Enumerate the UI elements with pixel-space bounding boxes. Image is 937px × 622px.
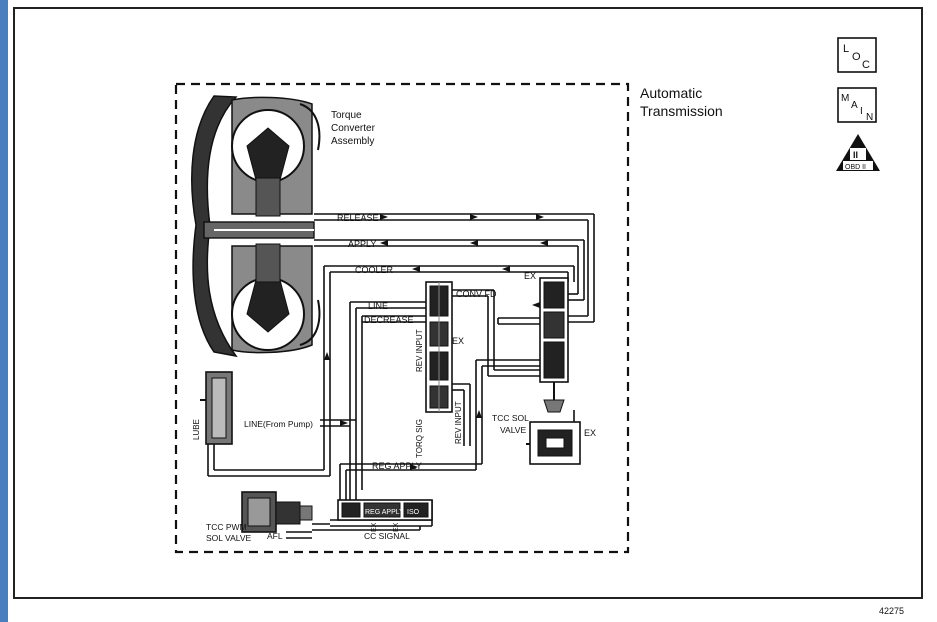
label-reg-apply: REG APPLY: [372, 461, 422, 471]
loc-letter-c: C: [862, 59, 870, 71]
label-tcc-pwm-1: TCC PWM: [206, 522, 247, 532]
loc-icon: L O C: [837, 37, 877, 73]
window-edge: [0, 0, 8, 622]
label-torque-1: Torque: [331, 110, 362, 121]
main-icon: M A I N: [837, 87, 877, 123]
label-cooler: COOLER: [355, 265, 394, 275]
label-torque-2: Converter: [331, 123, 376, 134]
label-line-from-pump: LINE(From Pump): [244, 419, 313, 429]
tcc-apply-valve: [539, 277, 569, 413]
label-ex-sol: EX: [584, 428, 596, 438]
diagram-labels: Torque Converter Assembly RELEASE APPLY …: [192, 110, 596, 543]
main-letter-a: A: [851, 100, 858, 111]
label-torque-3: Assembly: [331, 136, 374, 147]
loc-letter-l: L: [843, 43, 849, 55]
label-conv-fd: CONV FD: [456, 289, 497, 299]
obd-roman: II: [853, 150, 858, 160]
label-decrease: DECREASE: [364, 315, 414, 325]
reg-apply-valve-body: [337, 499, 433, 521]
page-frame: [13, 7, 923, 599]
label-tcc-sol-2: VALVE: [500, 425, 526, 435]
label-tcc-sol-1: TCC SOL: [492, 413, 529, 423]
hydraulic-lines: [207, 213, 595, 539]
label-rev-input-1: REV INPUT: [415, 329, 424, 372]
heading-line-1: Automatic: [640, 85, 702, 101]
label-line: LINE: [368, 301, 388, 311]
label-torq-sig: TORQ SIG: [415, 419, 424, 458]
main-letter-n: N: [866, 112, 873, 123]
figure-number: 42275: [879, 606, 904, 616]
system-boundary: [174, 82, 630, 554]
label-afl: AFL: [267, 531, 283, 541]
flow-arrows: [324, 214, 548, 470]
label-lube: LUBE: [192, 419, 201, 440]
label-release: RELEASE: [337, 213, 379, 223]
label-ex-mid: EX: [452, 336, 464, 346]
label-ex-a: EX: [371, 522, 378, 532]
label-iso: ISO: [407, 509, 420, 516]
label-ex-b: EX: [393, 522, 400, 532]
label-tcc-pwm-2: SOL VALVE: [206, 533, 252, 543]
label-apply: APPLY: [348, 239, 376, 249]
converter-feed-valve: [425, 281, 453, 413]
label-reg-valve: REG APPLY: [365, 509, 404, 516]
tcc-sol-valve-body: [526, 421, 581, 465]
obd-label: OBD II: [845, 164, 866, 171]
label-cc-signal: CC SIGNAL: [364, 531, 410, 541]
main-letter-m: M: [841, 93, 849, 104]
main-letter-i: I: [860, 106, 863, 117]
heading-line-2: Transmission: [640, 103, 723, 119]
loc-letter-o: O: [852, 51, 861, 63]
obd-ii-icon: II OBD II: [836, 134, 880, 171]
tcc-pwm-solenoid: [241, 491, 313, 533]
label-rev-input-2: REV INPUT: [454, 401, 463, 444]
cooler-lube-fitting: [200, 371, 233, 445]
torque-converter: [191, 95, 321, 358]
label-ex-top: EX: [524, 271, 536, 281]
